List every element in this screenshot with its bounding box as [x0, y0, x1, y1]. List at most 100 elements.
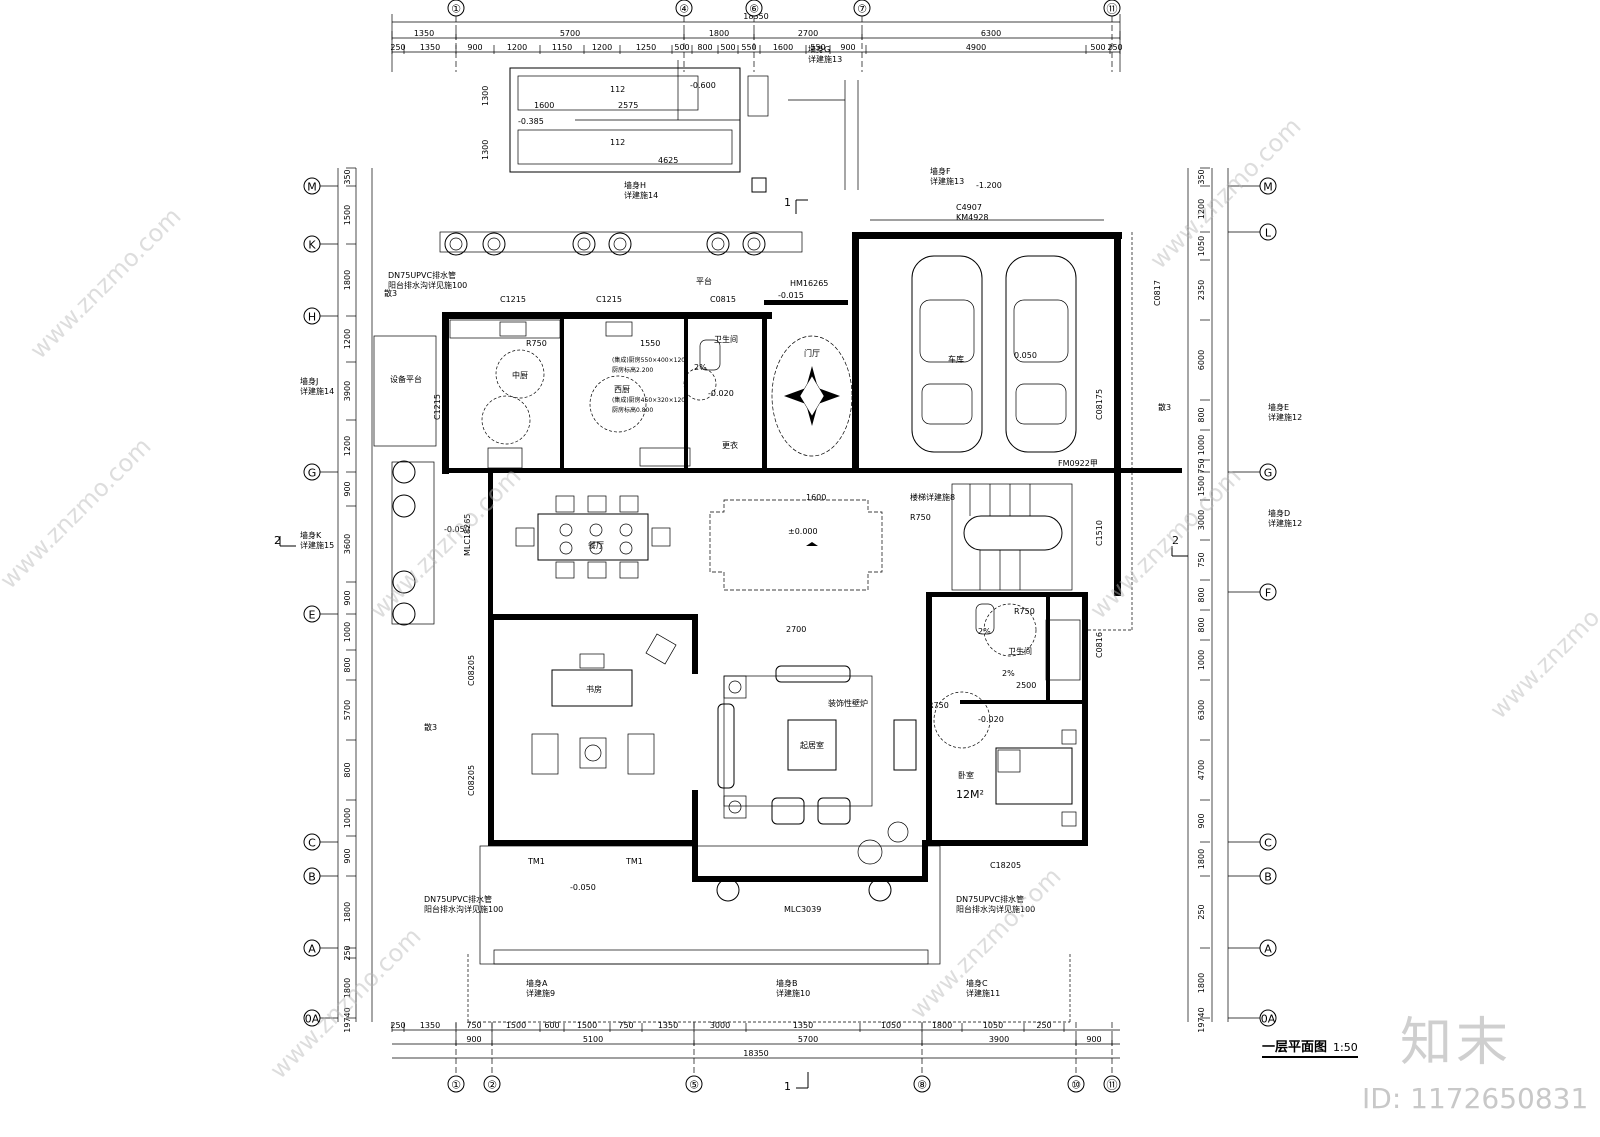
section-2-right: 2	[1172, 534, 1179, 547]
bot-r1-0: 900	[466, 1035, 481, 1044]
top-r2-9: 500	[720, 43, 735, 52]
grid-top-0: ①	[447, 0, 465, 17]
left-dim-5: 1200	[343, 436, 352, 456]
bot-r2-13: 250	[1036, 1021, 1051, 1030]
wall-f-ref: 详建施13	[930, 176, 964, 186]
grid-right-5: B	[1259, 867, 1277, 885]
bot-r2-4: 600	[544, 1021, 559, 1030]
right-dim-6: 1000	[1197, 435, 1206, 455]
svg-text:L: L	[1265, 227, 1272, 240]
top-dimensions: 18350	[391, 12, 1121, 72]
svg-text:⑤: ⑤	[689, 1079, 699, 1092]
bot-r2-6: 750	[618, 1021, 633, 1030]
pool-dim-1600: 1600	[534, 101, 554, 110]
grid-right-3: F	[1259, 583, 1277, 601]
radius-d: R750	[928, 701, 949, 710]
kitchen-note-4: 厨房标高0.800	[612, 406, 653, 414]
svg-text:H: H	[308, 311, 316, 324]
wall-f: 墙身F	[930, 166, 951, 176]
top-r1-3: 2700	[798, 29, 818, 38]
room-bedroom: 卧室	[958, 770, 974, 780]
svg-text:C: C	[308, 837, 316, 850]
left-dim-10: 800	[343, 657, 352, 672]
watermark-5: www.znzmo.com	[1084, 462, 1246, 624]
left-dim-2: 1800	[343, 270, 352, 290]
right-dim-15: 4700	[1197, 760, 1206, 780]
grid-left-7: A	[303, 939, 321, 957]
svg-text:⑪: ⑪	[1107, 3, 1118, 16]
grid-bottom-3: ⑧	[913, 1075, 931, 1093]
section-markers: 1 1 2 2	[274, 196, 1188, 1093]
grid-bottom-4: ⑩	[1067, 1075, 1085, 1093]
right-dim-12: 800	[1197, 617, 1206, 632]
top-r2-0: 250	[390, 43, 405, 52]
svg-text:G: G	[308, 467, 317, 480]
top-total-dim: 18350	[743, 12, 768, 21]
left-dim-8: 900	[343, 590, 352, 605]
section-2-left: 2	[274, 534, 281, 547]
wall-k: 墙身K	[300, 530, 322, 540]
bot-r2-3: 1500	[506, 1021, 526, 1030]
elev-m020b: -0.020	[708, 389, 734, 398]
staircase: 楼梯详建施8	[910, 483, 1073, 591]
dim-2700: 2700	[786, 625, 806, 634]
svg-text:②: ②	[487, 1079, 497, 1092]
right-dim-2: 1050	[1197, 236, 1206, 256]
downpipe3-note: 阳台排水沟详见施100	[956, 904, 1035, 914]
scatter-3c: 散3	[424, 722, 437, 732]
room-equipment: 设备平台	[390, 374, 422, 384]
downpipe1-note: 阳台排水沟详见施100	[388, 280, 467, 290]
left-dim-1: 1500	[343, 205, 352, 225]
elev-050: 0.050	[1014, 351, 1037, 360]
left-dim-17: 1800	[343, 978, 352, 998]
svg-text:B: B	[308, 871, 316, 884]
pool-dim-112a: 112	[610, 85, 625, 94]
room-fireplace: 装饰性壁炉	[828, 698, 868, 708]
top-r2-16: 250	[1107, 43, 1122, 52]
win-c18205: C18205	[990, 861, 1021, 870]
kitchen-note-2: 厨房标高2.200	[612, 366, 653, 374]
top-r1-4: 6300	[981, 29, 1001, 38]
top-r2-2: 900	[467, 43, 482, 52]
bath-bedroom-fixtures	[683, 339, 1081, 827]
wall-c: 墙身C	[966, 978, 988, 988]
svg-text:M: M	[1263, 181, 1273, 194]
left-dim-14: 900	[343, 848, 352, 863]
right-dimensions	[1187, 168, 1229, 1022]
svg-text:M: M	[307, 181, 317, 194]
watermark-4: www.znzmo.com	[1144, 112, 1306, 274]
bot-r2-2: 750	[466, 1021, 481, 1030]
door-tm1b: TM1	[625, 857, 643, 866]
win-c0815: C0815	[710, 295, 736, 304]
dim-1550: 1550	[640, 339, 660, 348]
watermark-2: www.znzmo.com	[0, 432, 157, 594]
top-r2-6: 1250	[636, 43, 656, 52]
right-dim-7: 750	[1197, 458, 1206, 473]
win-c4907: C4907	[956, 203, 982, 212]
garage-cars	[911, 255, 1077, 453]
top-r2-5: 1200	[592, 43, 612, 52]
grid-bottom-1: ②	[483, 1075, 501, 1093]
right-dim-14: 6300	[1197, 700, 1206, 720]
right-dim-17: 1800	[1197, 849, 1206, 869]
door-hm16265: HM16265	[790, 279, 828, 288]
left-dim-7: 3600	[343, 534, 352, 554]
watermark-8: www.znzmo.com	[1484, 562, 1600, 724]
grid-right-1: L	[1259, 223, 1277, 241]
wall-b: 墙身B	[776, 978, 798, 988]
wall-g-ref: 详建施13	[808, 54, 842, 64]
top-r2-12: 550	[810, 43, 825, 52]
grid-right-0: M	[1259, 177, 1277, 195]
stair-note: 楼梯详建施8	[910, 492, 955, 502]
bot-r2-0: 250	[390, 1021, 405, 1030]
right-dim-18: 250	[1197, 904, 1206, 919]
right-dim-11: 800	[1197, 587, 1206, 602]
slope-3: 2%	[1002, 669, 1015, 678]
right-dim-9: 3000	[1197, 510, 1206, 530]
wall-d: 墙身D	[1268, 508, 1290, 518]
downpipe2-note: 阳台排水沟详见施100	[424, 904, 503, 914]
elev-m050a: -0.050	[444, 525, 470, 534]
